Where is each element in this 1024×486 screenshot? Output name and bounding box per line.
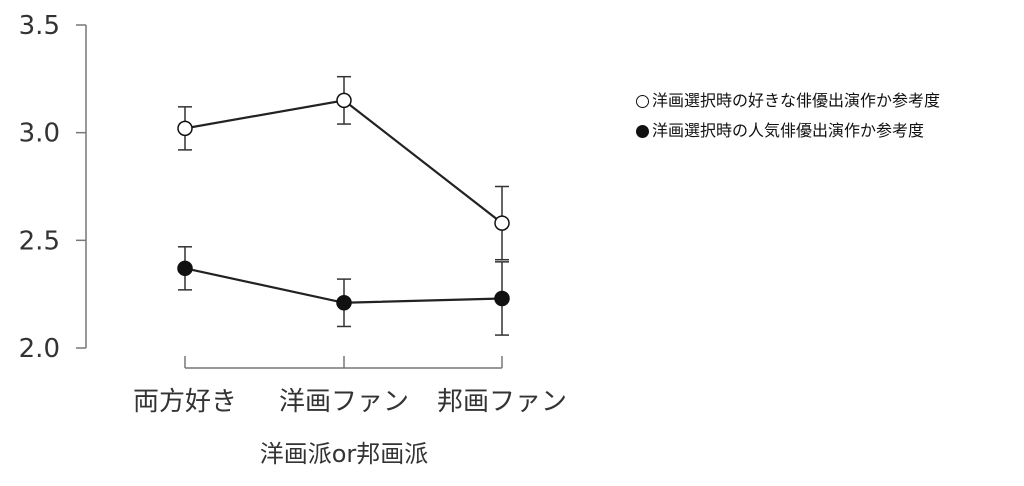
x-tick-label: 洋画ファン xyxy=(279,387,409,417)
filled-circle-icon xyxy=(636,124,649,138)
y-tick-label: 3.0 xyxy=(19,119,60,149)
legend-label-filled: 洋画選択時の人気俳優出演作か参考度 xyxy=(652,121,925,140)
data-point xyxy=(177,260,193,277)
y-tick-label: 3.5 xyxy=(19,11,60,41)
data-point xyxy=(494,290,510,307)
x-axis: 両方好き 洋画ファン邦画ファン xyxy=(133,356,567,417)
data-point xyxy=(336,295,352,311)
legend-item-open: 洋画選択時の好きな俳優出演作か参考度 xyxy=(636,86,940,116)
legend-label-open: 洋画選択時の好きな俳優出演作か参考度 xyxy=(652,91,941,110)
y-axis: 2.0 2.5 3.0 3.5 xyxy=(19,11,87,364)
data-point xyxy=(177,120,193,137)
legend-item-filled: 洋画選択時の人気俳優出演作か参考度 xyxy=(636,116,940,146)
open-circle-icon xyxy=(636,94,649,108)
data-point xyxy=(494,215,510,231)
data-point xyxy=(336,92,352,109)
y-tick-label: 2.0 xyxy=(19,334,60,364)
y-tick-label: 2.5 xyxy=(19,226,60,256)
x-tick-label: 邦画ファン xyxy=(437,387,567,417)
legend: 洋画選択時の好きな俳優出演作か参考度 洋画選択時の人気俳優出演作か参考度 xyxy=(636,86,940,146)
series-layer xyxy=(177,75,510,336)
series-open xyxy=(177,75,510,261)
series-filled xyxy=(177,246,510,336)
x-axis-title: 洋画派or邦画派 xyxy=(260,440,429,468)
x-tick-label: 両方好き xyxy=(133,387,237,417)
